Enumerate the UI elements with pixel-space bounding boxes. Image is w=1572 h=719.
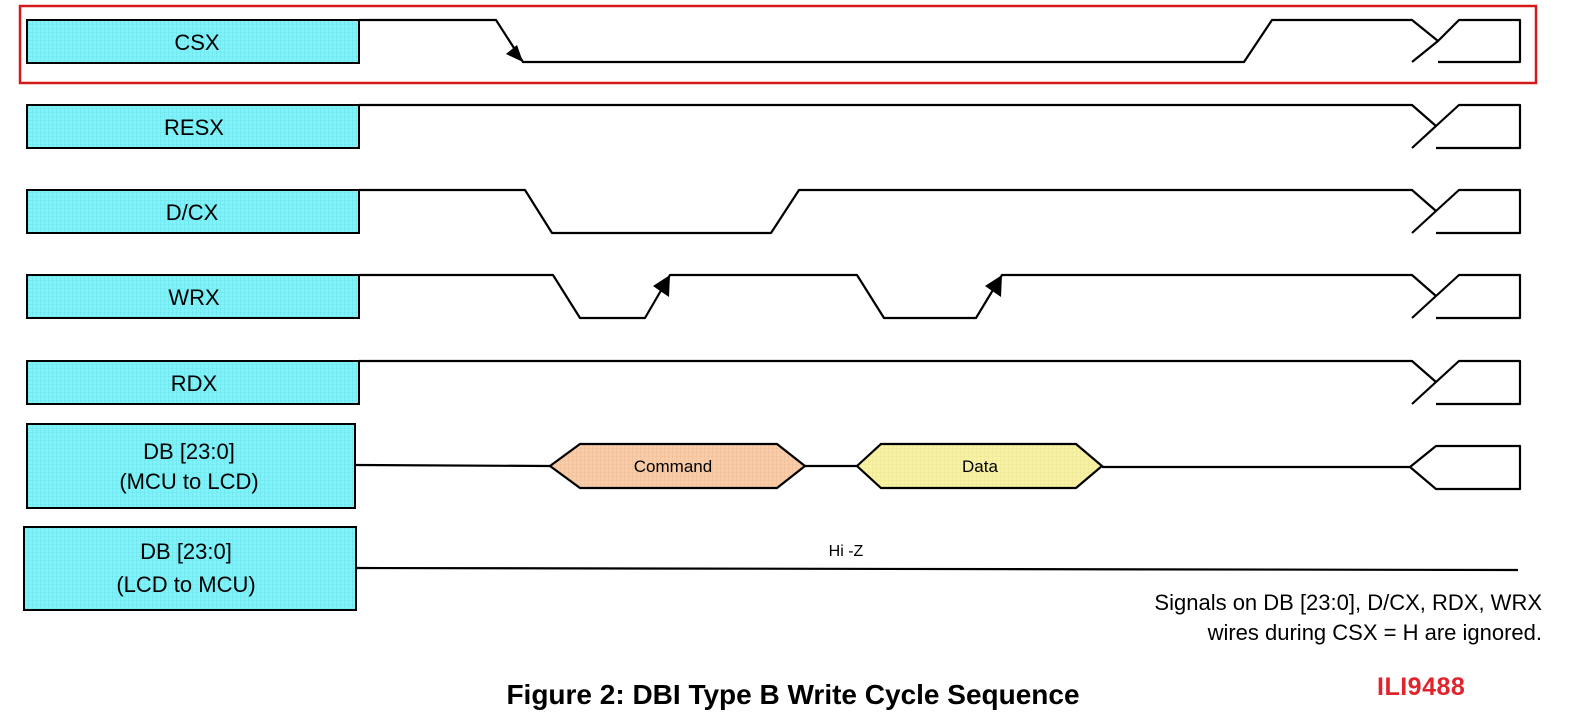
- db-mcu-label-line1: DB [23:0]: [143, 439, 235, 464]
- dcx-waveform: [359, 188, 1522, 235]
- ignored-signals-note: Signals on DB [23:0], D/CX, RDX, WRX wir…: [1022, 588, 1542, 648]
- wrx-label: WRX: [168, 285, 220, 310]
- rdx-label: RDX: [171, 371, 218, 396]
- resx-waveform: [359, 103, 1522, 150]
- resx-label: RESX: [164, 115, 224, 140]
- hiz-label: Hi -Z: [829, 543, 864, 560]
- db-lcd-label-line2: (LCD to MCU): [116, 572, 255, 597]
- db-lcd-label-line1: DB [23:0]: [140, 539, 232, 564]
- db-lcd-hiz-line: [355, 566, 1519, 572]
- wrx-rising-edge-arrow-2: [985, 275, 1002, 297]
- signal-label-db-lcd-to-mcu: DB [23:0] (LCD to MCU): [23, 526, 357, 611]
- csx-falling-edge-arrow: [506, 45, 523, 62]
- signal-label-db-mcu-to-lcd: DB [23:0] (MCU to LCD): [26, 423, 356, 509]
- figure-caption: Figure 2: DBI Type B Write Cycle Sequenc…: [506, 679, 1080, 710]
- signal-label-resx: RESX: [26, 104, 360, 149]
- signal-label-csx: CSX: [26, 19, 360, 64]
- note-line-1: Signals on DB [23:0], D/CX, RDX, WRX: [1154, 590, 1542, 615]
- csx-label: CSX: [174, 30, 220, 55]
- note-line-2: wires during CSX = H are ignored.: [1207, 620, 1542, 645]
- data-label: Data: [962, 457, 998, 476]
- wrx-waveform: [359, 273, 1522, 320]
- dcx-label: D/CX: [166, 200, 219, 225]
- command-label: Command: [634, 457, 712, 476]
- signal-label-wrx: WRX: [26, 274, 360, 319]
- db-mcu-label-line2: (MCU to LCD): [119, 469, 258, 494]
- signal-label-dcx: D/CX: [26, 189, 360, 234]
- rdx-waveform: [359, 359, 1522, 406]
- db-mcu-bus-line: [355, 444, 1522, 491]
- csx-waveform: [359, 18, 1522, 64]
- csx-highlight-box: [18, 4, 1538, 85]
- command-bus-value: Command: [548, 442, 807, 490]
- signal-label-rdx: RDX: [26, 360, 360, 405]
- brand-logo: ILI9488: [1377, 673, 1466, 701]
- wrx-rising-edge-arrow-1: [653, 275, 670, 297]
- data-bus-value: Data: [855, 442, 1104, 490]
